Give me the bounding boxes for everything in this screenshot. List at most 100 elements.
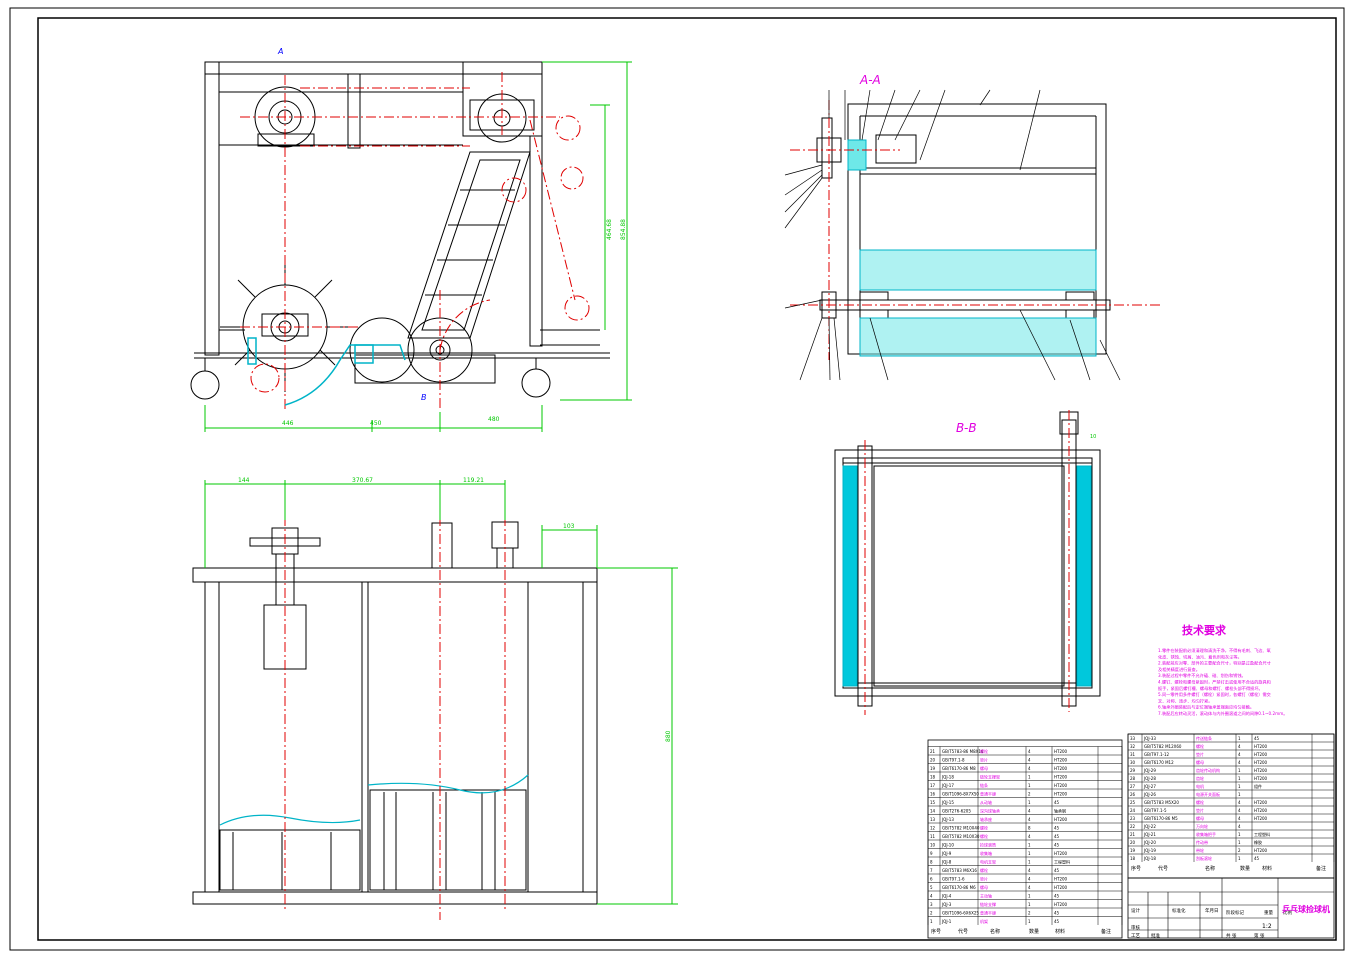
bom-material: 45 xyxy=(1054,868,1060,873)
bom-code: JQJ-8 xyxy=(941,859,952,864)
bom-code: JQJ-28 xyxy=(1143,776,1156,781)
bom-material: 轴承钢 xyxy=(1054,807,1066,813)
bom-qty: 4 xyxy=(1238,800,1241,805)
section-a-centerlines xyxy=(790,100,1160,360)
tech-line: 1.零件在装配前必须清理和清洗干净，不得有毛刺、飞边、氧 xyxy=(1158,647,1272,654)
bom-name: 垫片 xyxy=(980,756,988,762)
bom-code: GB/T1096-6X6X25 xyxy=(942,910,979,915)
bom-qty: 1 xyxy=(1238,840,1241,845)
bom-material: HT200 xyxy=(1254,768,1268,773)
bom-material: HT200 xyxy=(1054,851,1068,856)
bom-no: 21 xyxy=(1130,832,1136,837)
bom-code: GB/T5782 M10X40 xyxy=(942,825,980,830)
bom-name: 螺栓 xyxy=(980,833,988,839)
bom-no: 22 xyxy=(1130,824,1136,829)
bom-qty: 4 xyxy=(1028,885,1031,890)
sheet-scale: 1:2 xyxy=(1262,923,1272,930)
outer-border xyxy=(9,7,1345,951)
bom-qty: 4 xyxy=(1028,834,1031,839)
section-b-rollers xyxy=(842,465,1092,687)
bom-material: HT200 xyxy=(1254,752,1268,757)
svg-text:重量: 重量 xyxy=(1264,909,1273,916)
bom-code: JQJ-1 xyxy=(941,919,952,924)
bom-qty: 4 xyxy=(1028,876,1031,881)
bom-name: 深沟球轴承 xyxy=(980,807,1000,813)
bom-name: 电机 xyxy=(1196,783,1204,789)
bom-material: HT200 xyxy=(1054,885,1068,890)
bom-code: GB/T1096-8X7X50 xyxy=(942,791,979,796)
side-view-centerlines xyxy=(240,72,590,410)
section-a-label: A-A xyxy=(859,73,881,87)
bom-no: 32 xyxy=(1130,744,1136,749)
bom-material: 45 xyxy=(1054,842,1060,847)
bom-left-header: 序号 代号 名称 数量 材料 备注 xyxy=(931,928,1111,935)
tech-line: 扳手，紧固后螺钉槽、螺母和螺钉、螺栓头部不得损坏。 xyxy=(1158,685,1263,692)
svg-text:材料: 材料 xyxy=(1262,865,1272,872)
bom-code: GB/T6170-86 M8 xyxy=(942,766,976,771)
bom-no: 20 xyxy=(1130,840,1136,845)
bom-no: 7 xyxy=(930,868,933,873)
tech-line: 6.轴承外圈装配后与定位端轴承盖端面应均匀接触。 xyxy=(1158,704,1254,711)
bom-name: 捡球滚筒 xyxy=(980,841,996,847)
bom-qty: 4 xyxy=(1028,817,1031,822)
tech-line: 3.装配过程中零件不允许磕、碰、划伤和锈蚀。 xyxy=(1158,672,1246,679)
side-view-dimensions xyxy=(204,61,632,432)
bom-material: HT200 xyxy=(1054,757,1068,762)
bom-material: 45 xyxy=(1054,910,1060,915)
svg-text:材料: 材料 xyxy=(1055,928,1065,935)
bom-no: 24 xyxy=(1130,808,1136,813)
front-view-centerlines xyxy=(284,480,506,920)
bom-no: 18 xyxy=(1130,856,1136,861)
bom-name: 螺栓 xyxy=(1196,799,1204,805)
front-view xyxy=(192,521,598,905)
bom-qty: 4 xyxy=(1238,824,1241,829)
bom-qty: 1 xyxy=(1028,919,1031,924)
bom-qty: 1 xyxy=(1238,856,1241,861)
svg-text:名称: 名称 xyxy=(990,928,1000,935)
bom-code: GB/T6170 M12 xyxy=(1144,760,1174,765)
dim-144: 144 xyxy=(238,477,250,484)
bom-name: 收集箱 xyxy=(980,850,992,856)
svg-text:比例: 比例 xyxy=(1283,909,1292,916)
svg-text:工艺: 工艺 xyxy=(1131,933,1140,939)
bom-code: GB/T5783 M6X16 xyxy=(942,868,977,873)
bom-code: GB/T276-6205 xyxy=(942,808,971,813)
side-view-scraper xyxy=(247,337,406,406)
bom-code: JQJ-13 xyxy=(941,817,954,822)
bom-qty: 4 xyxy=(1028,749,1031,754)
bom-code: GB/T97.1-12 xyxy=(1144,752,1170,757)
bom-code: JQJ-21 xyxy=(1143,832,1156,837)
bom-material: 橡胶 xyxy=(1254,839,1262,845)
dim-480: 480 xyxy=(488,416,500,423)
approvals-grid xyxy=(1128,878,1334,938)
tech-line: 7.装配后应转动灵活，滚动体与内外圈滚道之间的间隙0.1~0.2mm。 xyxy=(1158,710,1287,717)
bom-no: 19 xyxy=(930,766,936,771)
bom-name: 普通平键 xyxy=(980,909,996,915)
svg-text:代号: 代号 xyxy=(958,928,968,935)
bom-qty: 2 xyxy=(1028,791,1031,796)
bom-qty: 2 xyxy=(1238,848,1241,853)
section-b-view xyxy=(834,411,1101,707)
bom-material: HT200 xyxy=(1254,776,1268,781)
bom-code: GB/T5782 M12X60 xyxy=(1144,744,1182,749)
dim-450: 450 xyxy=(370,420,382,427)
bom-qty: 4 xyxy=(1238,760,1241,765)
svg-text:数量: 数量 xyxy=(1029,928,1039,935)
bom-no: 28 xyxy=(1130,776,1136,781)
section-b-centerlines xyxy=(864,410,1070,715)
bom-code: JQJ-18 xyxy=(941,774,954,779)
tech-line: 及相关精度进行复查。 xyxy=(1158,666,1200,673)
bom-no: 16 xyxy=(930,791,936,796)
bom-no: 5 xyxy=(930,885,933,890)
bom-no: 6 xyxy=(930,876,933,881)
bom-no: 20 xyxy=(930,757,936,762)
bom-code: JQJ-29 xyxy=(1143,768,1156,773)
bom-name: 垫片 xyxy=(1196,751,1204,757)
dim-880: 880 xyxy=(665,730,672,742)
view-a-marker: A xyxy=(277,47,283,56)
svg-text:备注: 备注 xyxy=(1316,865,1326,872)
bom-code: JQJ-22 xyxy=(1143,824,1156,829)
bom-qty: 4 xyxy=(1238,744,1241,749)
bom-name: 螺栓 xyxy=(980,867,988,873)
